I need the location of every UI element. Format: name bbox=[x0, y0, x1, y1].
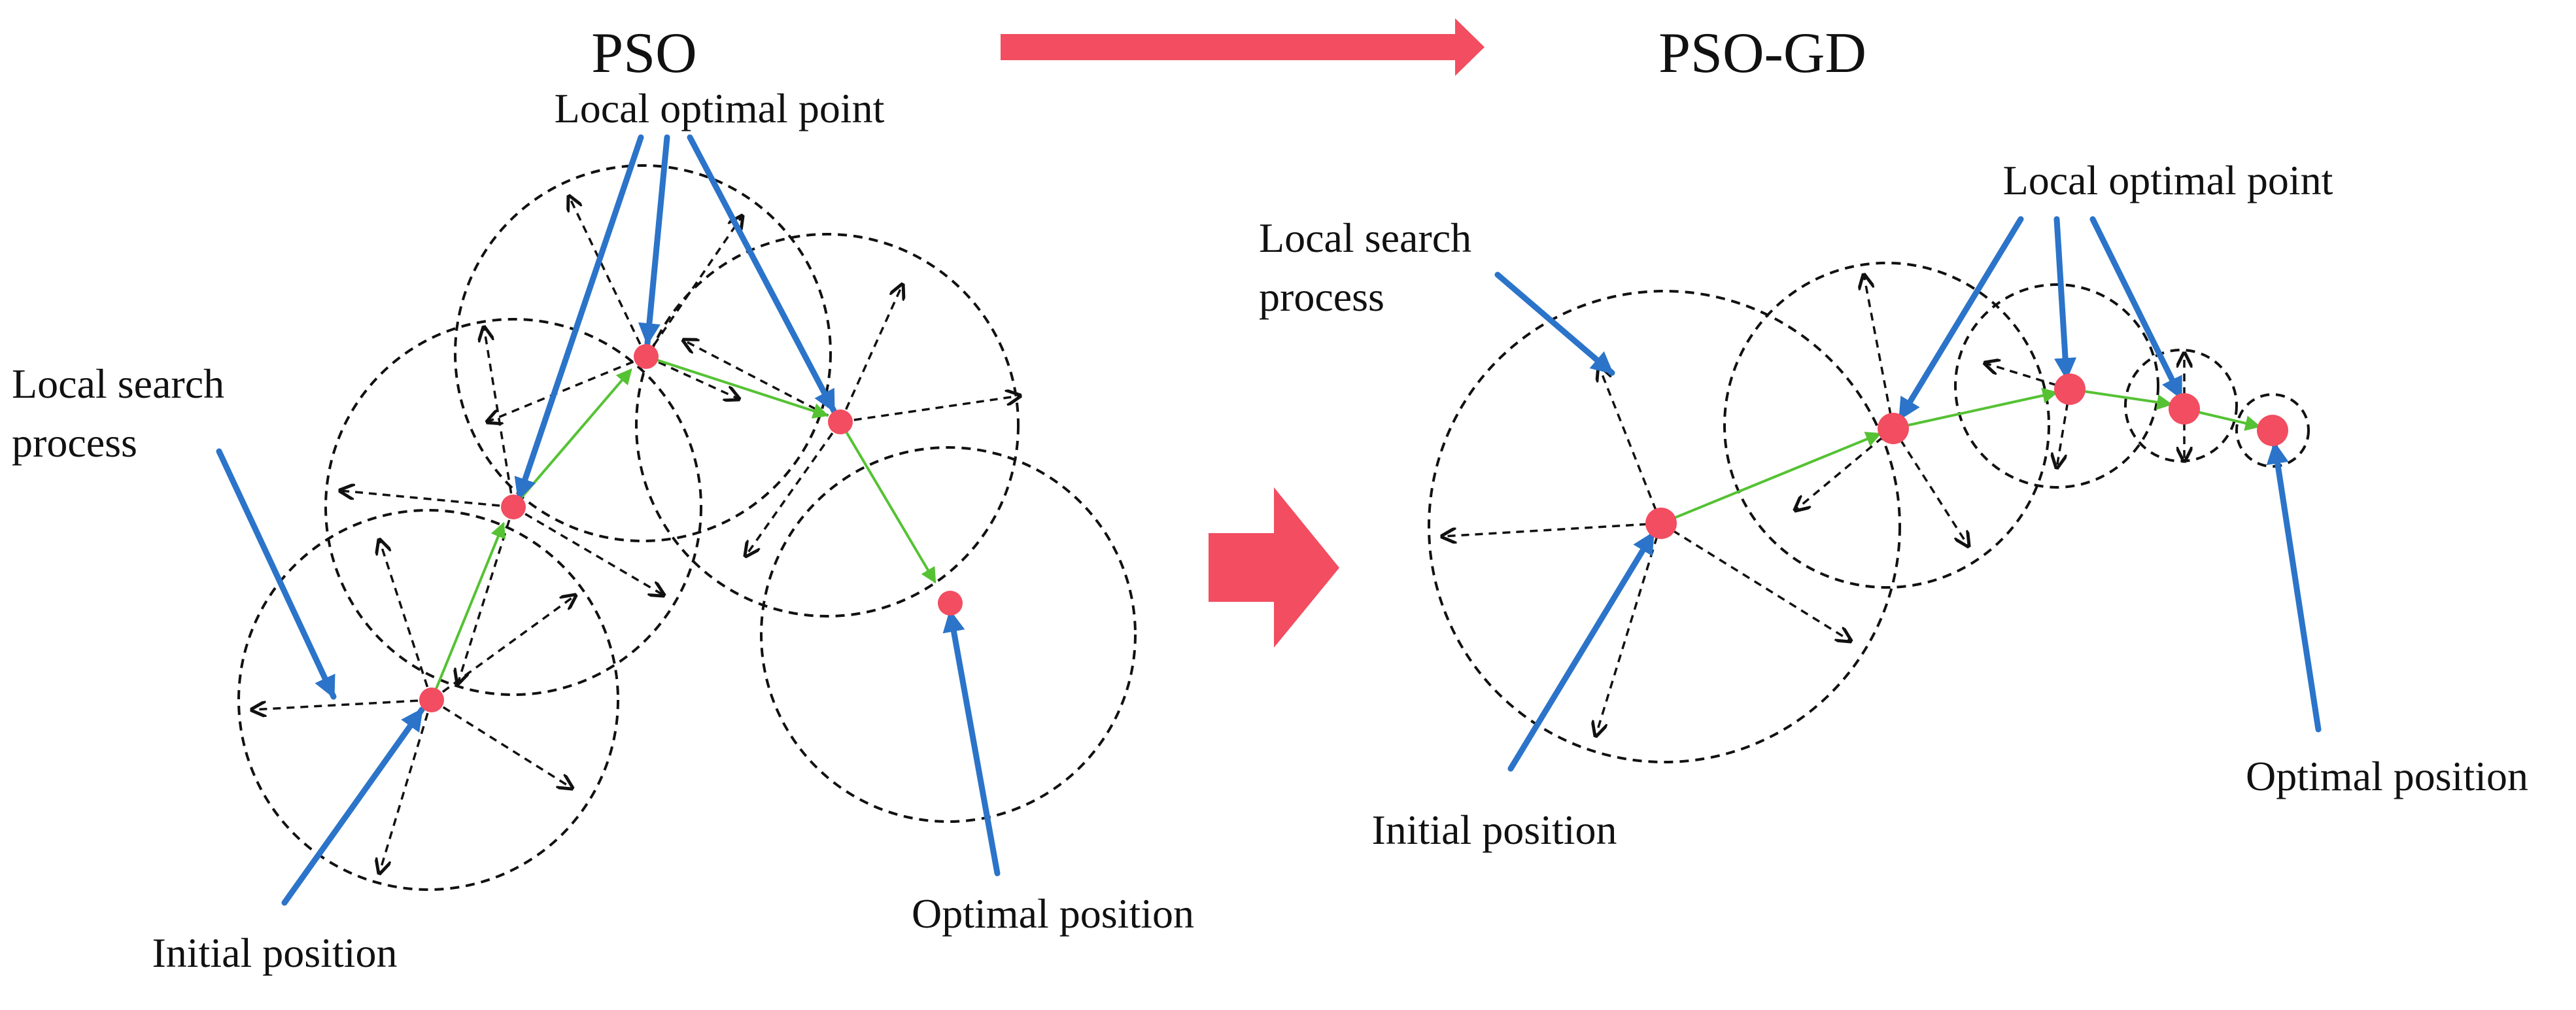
pso-search-directions bbox=[252, 196, 1020, 873]
pso-gd-search-circle bbox=[1428, 290, 1901, 763]
pso-local-optimal-pointer bbox=[687, 134, 837, 414]
pso-search-circle bbox=[324, 318, 702, 696]
pso-gd-optimal-position-pointer bbox=[2266, 440, 2322, 733]
pso-gd-search-circle bbox=[1723, 262, 2050, 589]
pso-particle-point bbox=[501, 495, 526, 519]
pso-search-circle bbox=[635, 233, 1020, 618]
pso-search-circle bbox=[760, 446, 1137, 823]
pso-local-search-label-line1: Local search bbox=[12, 360, 224, 407]
pso-gd-search-circle bbox=[2235, 393, 2310, 468]
top-transition-arrow bbox=[1001, 18, 1485, 76]
pso-gd-search-circle bbox=[1954, 283, 2159, 489]
pso-local-optimal-pointer bbox=[638, 134, 670, 347]
pso-pointer-arrows bbox=[216, 134, 1001, 906]
pso-particle-point bbox=[828, 409, 853, 434]
pso-gd-particle-point bbox=[1878, 413, 1909, 444]
pso-search-circle bbox=[454, 164, 832, 542]
pso-gd-particle-point bbox=[2054, 374, 2086, 405]
pso-optimal-point bbox=[938, 591, 963, 616]
center-transition-arrow bbox=[1209, 487, 1339, 648]
pso-gd-title: PSO-GD bbox=[1658, 22, 1866, 85]
pso-gd-optimal-position-label: Optimal position bbox=[2246, 753, 2528, 799]
pso-gd-particle-point bbox=[1645, 508, 1677, 539]
pso-gd-optimal-point bbox=[2257, 415, 2288, 446]
pso-gd-local-optimal-pointer bbox=[2089, 216, 2184, 401]
pso-gd-pointer-arrows bbox=[1494, 216, 2322, 772]
pso-initial-position-label: Initial position bbox=[152, 930, 397, 976]
pso-initial-position-pointer bbox=[281, 706, 425, 906]
pso-gd-local-optimal-label: Local optimal point bbox=[2003, 157, 2333, 203]
pso-local-search-pointer bbox=[216, 448, 337, 700]
pso-search-circle bbox=[237, 509, 619, 891]
pso-gd-local-search-label-line2: process bbox=[1259, 273, 1384, 320]
pso-gd-search-circles bbox=[1428, 262, 2310, 763]
pso-gd-initial-position-pointer bbox=[1507, 530, 1657, 772]
pso-title: PSO bbox=[591, 22, 696, 85]
pso-local-optimal-label: Local optimal point bbox=[555, 85, 885, 131]
pso-local-optimal-pointer bbox=[514, 134, 644, 502]
pso-gd-local-optimal-pointer bbox=[2053, 216, 2077, 381]
pso-panel: Local optimal point Local search process… bbox=[12, 85, 1194, 976]
pso-gd-local-optimal-pointer bbox=[1897, 216, 2024, 422]
pso-gd-particle-point bbox=[2169, 393, 2200, 425]
pso-gd-local-search-pointer bbox=[1494, 271, 1615, 376]
pso-gd-initial-position-label: Initial position bbox=[1371, 807, 1617, 853]
pso-gd-positions bbox=[1645, 374, 2288, 539]
pso-gd-search-directions bbox=[1442, 275, 2184, 736]
pso-optimal-position-label: Optimal position bbox=[912, 890, 1194, 937]
pso-search-circles bbox=[237, 164, 1137, 891]
pso-particle-point bbox=[419, 688, 444, 712]
pso-optimal-position-pointer bbox=[942, 608, 1001, 877]
pso-gd-panel: Local optimal point Local search process… bbox=[1259, 157, 2528, 853]
pso-gd-local-search-label-line1: Local search bbox=[1259, 215, 1471, 261]
pso-positions bbox=[419, 344, 963, 712]
pso-local-search-label-line2: process bbox=[12, 419, 137, 466]
pso-particle-point bbox=[634, 344, 659, 369]
